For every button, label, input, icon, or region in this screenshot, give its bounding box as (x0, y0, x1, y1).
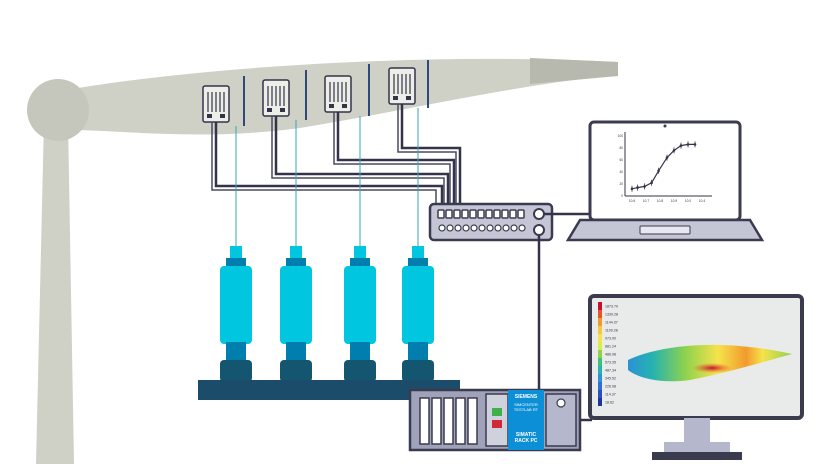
rack-product-line2: TESTLAB RT (514, 407, 539, 412)
laptop-plot: 100 80 60 40 20 0 10.6 10.7 10.8 10.9 10.0 10.4 (618, 132, 712, 203)
turbine-tower (36, 120, 74, 464)
laptop-plot-point (679, 144, 683, 147)
legend-value: 1109.28 (605, 329, 618, 333)
monitor-blade-hotspot (692, 363, 732, 373)
strain-gauge-4 (388, 60, 429, 108)
laptop-plot-y-tick: 100 (618, 134, 624, 138)
actuator-cables (235, 108, 419, 246)
legend-value: 1339.28 (605, 313, 618, 317)
strain-gauge-1 (202, 76, 245, 126)
rack-brand-top: SIEMENS (515, 394, 538, 400)
rack-product-line1: SIMCENTER (514, 402, 538, 407)
laptop-plot-y-tick: 60 (619, 158, 623, 162)
legend-swatch (598, 310, 602, 318)
laptop-plot-y-tick: 0 (621, 194, 623, 198)
rack-brand-bottom: SIMATIC (516, 432, 537, 438)
laptop-plot-point (693, 143, 697, 146)
laptop-plot-line (631, 143, 695, 190)
laptop-plot-x-tick: 10.9 (671, 199, 677, 203)
laptop-plot-y-tick: 40 (619, 170, 623, 174)
legend-value: 345.52 (605, 377, 616, 381)
laptop-plot-y-tick: 80 (619, 146, 623, 150)
laptop-icon (565, 120, 765, 242)
legend-value: 881.24 (605, 345, 616, 349)
legend-value: 573.35 (605, 361, 616, 365)
actuator-2 (280, 246, 312, 382)
legend-value: 114.37 (605, 393, 616, 397)
laptop-plot-point (643, 185, 646, 188)
legend-value: 18.62 (605, 401, 614, 405)
legend-swatch (598, 318, 602, 326)
legend-swatch (598, 390, 602, 398)
legend-swatch (598, 334, 602, 342)
laptop-plot-y-tick: 20 (619, 182, 623, 186)
sensor-cables (211, 104, 462, 206)
monitor-color-legend: 1873.70 1339.28 1144.37 1109.28 973.00 881.24… (598, 302, 618, 406)
legend-swatch (598, 374, 602, 382)
legend-value: 226.98 (605, 385, 616, 389)
legend-value: 487.34 (605, 369, 616, 373)
laptop-plot-point (650, 181, 653, 185)
laptop-plot-point (686, 143, 690, 146)
legend-value: 486.98 (605, 353, 616, 357)
laptop-plot-point (636, 186, 639, 189)
actuator-4 (402, 246, 434, 382)
actuator-3 (344, 246, 376, 382)
legend-value: 973.00 (605, 337, 616, 341)
turbine-hub (27, 79, 89, 141)
legend-swatch (598, 342, 602, 350)
legend-swatch (598, 326, 602, 334)
laptop-plot-x-tick: 10.0 (685, 199, 691, 203)
legend-swatch (598, 302, 602, 310)
laptop-plot-point (665, 156, 669, 159)
actuator-base (198, 380, 460, 400)
turbine-blade-tip (530, 58, 618, 84)
rack-model: RACK PC (515, 438, 538, 444)
laptop-plot-point (672, 149, 676, 152)
legend-swatch (598, 382, 602, 390)
laptop-plot-x-tick: 10.8 (657, 199, 663, 203)
laptop-plot-point (657, 169, 660, 173)
legend-swatch (598, 398, 602, 406)
daq-hub-icon (428, 202, 554, 242)
actuator-1 (220, 246, 252, 382)
laptop-plot-x-tick: 10.7 (643, 199, 649, 203)
legend-value: 1144.37 (605, 321, 618, 325)
strain-gauge-2 (262, 70, 307, 120)
laptop-plot-x-tick: 10.6 (629, 199, 635, 203)
laptop-plot-x-tick: 10.4 (699, 199, 705, 203)
laptop-plot-point (630, 187, 634, 191)
legend-swatch (598, 358, 602, 366)
rack-pc-icon (408, 388, 582, 452)
legend-swatch (598, 350, 602, 358)
legend-value: 1873.70 (605, 305, 618, 309)
legend-swatch (598, 366, 602, 374)
